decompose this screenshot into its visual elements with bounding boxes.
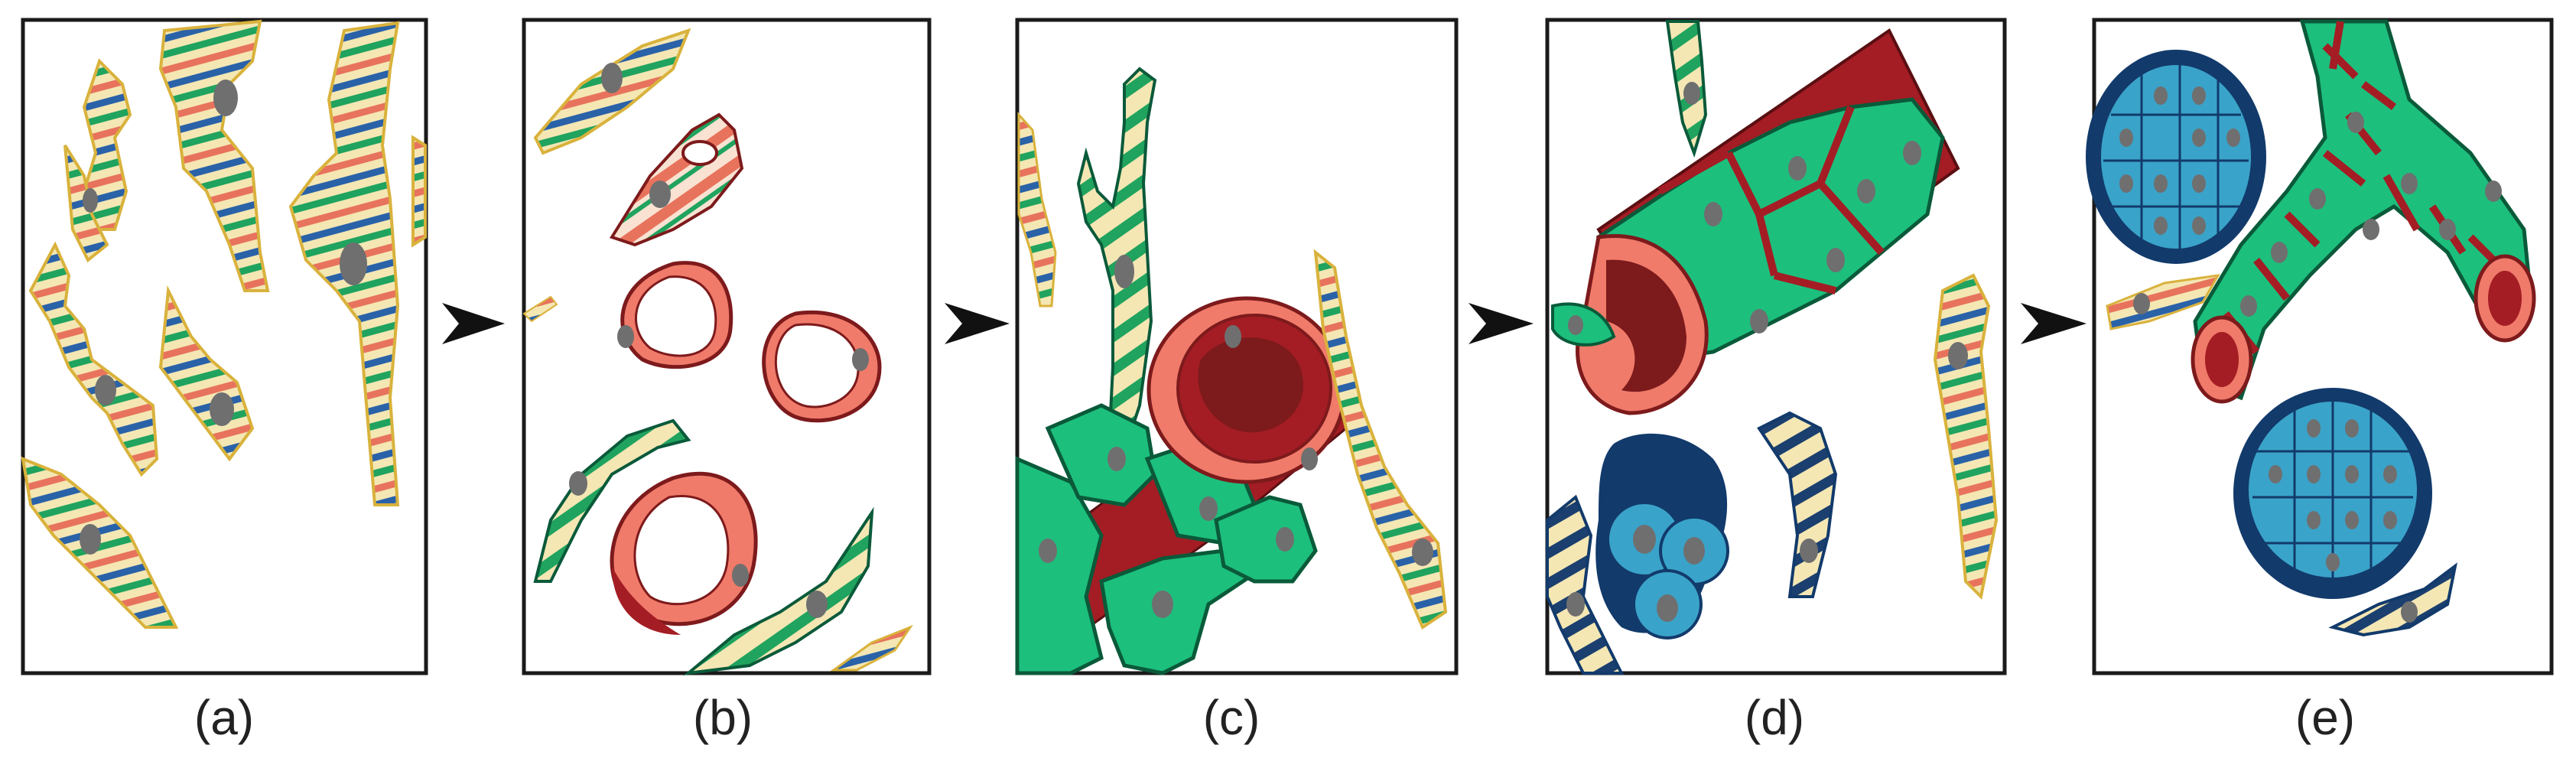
progenitor-cell xyxy=(1313,249,1448,630)
panel-e: (e) xyxy=(2086,18,2554,745)
panel-a: (a) xyxy=(21,18,428,745)
progenitor-cell xyxy=(2106,274,2220,330)
panel-a-label: (a) xyxy=(194,690,254,745)
panel-d: (d) xyxy=(1545,18,2007,745)
pericyte-precursor xyxy=(1546,494,1625,675)
panel-d-label: (d) xyxy=(1745,690,1804,745)
branching-vessel xyxy=(2191,19,2536,404)
right-arrowhead-icon xyxy=(2021,303,2086,344)
nuclei xyxy=(80,80,367,555)
stem-cell xyxy=(28,241,159,477)
stem-cell xyxy=(82,58,132,231)
stem-cell xyxy=(158,19,270,292)
tumor-spheroid xyxy=(2233,388,2432,599)
tumor-spheroid xyxy=(2086,50,2266,264)
vessel-lumen-ring xyxy=(1147,296,1347,484)
progenitor-cell xyxy=(1017,112,1057,308)
pericyte-precursor xyxy=(2328,562,2457,637)
right-arrowhead-icon xyxy=(442,303,505,344)
panel-b-label: (b) xyxy=(693,690,753,745)
panel-e-label: (e) xyxy=(2295,690,2355,745)
endothelial-ring-cells xyxy=(610,261,882,635)
panel-b: (b) xyxy=(522,18,932,745)
panel-c: (c) xyxy=(1015,18,1459,745)
tumor-cluster xyxy=(1595,433,1729,639)
pericyte-precursor xyxy=(683,506,874,675)
sprouting-pericyte xyxy=(1076,67,1157,454)
right-arrowhead-icon xyxy=(945,303,1010,344)
stem-cell xyxy=(411,135,427,248)
pericyte xyxy=(1214,495,1318,584)
vessel-cross-section xyxy=(1551,234,1709,415)
right-arrowhead-icon xyxy=(1469,303,1534,344)
panel-c-label: (c) xyxy=(1203,690,1260,745)
